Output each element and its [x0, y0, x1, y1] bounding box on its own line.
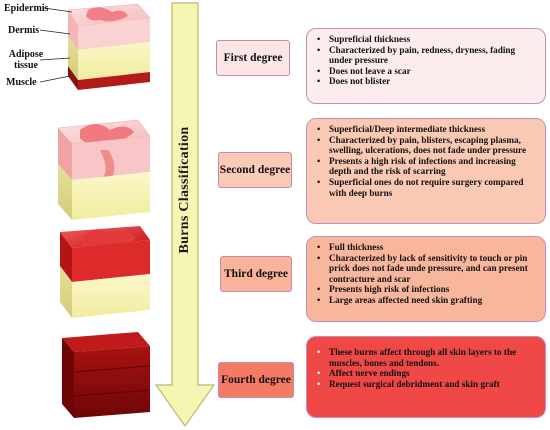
adipose-tissue-label: Adipose tissue [8, 49, 44, 71]
first-degree-skin-block [67, 3, 151, 90]
bullet: Full thickness [317, 242, 537, 253]
bullet: Supreficial thickness [317, 34, 537, 45]
bullet: Characterized by pain, redness, dryness,… [317, 45, 537, 66]
bullet: Does not leave a scar [317, 66, 537, 77]
bullet: Large areas affected need skin grafting [317, 295, 537, 306]
epidermis-label: Epidermis [4, 3, 49, 14]
dermis-pointer [39, 29, 71, 35]
skin-block-illustrations [39, 3, 151, 418]
muscle-pointer [39, 75, 71, 83]
bullet: Characterized by lack of sensitivity to … [317, 253, 537, 285]
third-degree-description: Full thickness Characterized by lack of … [306, 236, 546, 322]
fourth-degree-description: These burns affect through all skin laye… [306, 336, 546, 418]
fourth-degree-skin-block [62, 332, 151, 418]
bullet: Characterized by pain, blisters, escapin… [317, 135, 537, 156]
bullet: Affect nerve endings [317, 368, 537, 379]
first-degree-bullets: Supreficial thickness Characterized by p… [315, 34, 537, 87]
first-degree-description: Supreficial thickness Characterized by p… [306, 28, 546, 104]
bullet: Presents a high risk of infections and i… [317, 156, 537, 177]
second-degree-label: Second degree [218, 152, 292, 188]
third-degree-skin-block [60, 226, 150, 318]
third-degree-bullets: Full thickness Characterized by lack of … [315, 242, 537, 306]
bullet: Superficial/Deep intermediate thickness [317, 124, 537, 135]
bullet: Does not blister [317, 76, 537, 87]
second-degree-bullets: Superficial/Deep intermediate thickness … [315, 124, 537, 198]
bullet: These burns affect through all skin laye… [317, 347, 537, 368]
adipose-pointer [39, 57, 71, 61]
classification-title-text: Burns Classification [177, 126, 192, 254]
bullet: Request surgical debridment and skin gra… [317, 379, 537, 390]
second-degree-description: Superficial/Deep intermediate thickness … [306, 118, 546, 224]
muscle-label: Muscle [6, 77, 37, 88]
fourth-degree-bullets: These burns affect through all skin laye… [315, 347, 537, 389]
second-degree-skin-block [57, 119, 151, 220]
epidermis-pointer [43, 7, 73, 13]
fourth-degree-label: Fourth degree [218, 362, 294, 398]
classification-arrow [154, 2, 216, 428]
bullet: Presents high risk of infections [317, 284, 537, 295]
dermis-label: Dermis [8, 25, 40, 36]
first-degree-label: First degree [216, 40, 290, 76]
bullet: Superficial ones do not require surgery … [317, 177, 537, 198]
third-degree-label: Third degree [220, 256, 292, 292]
